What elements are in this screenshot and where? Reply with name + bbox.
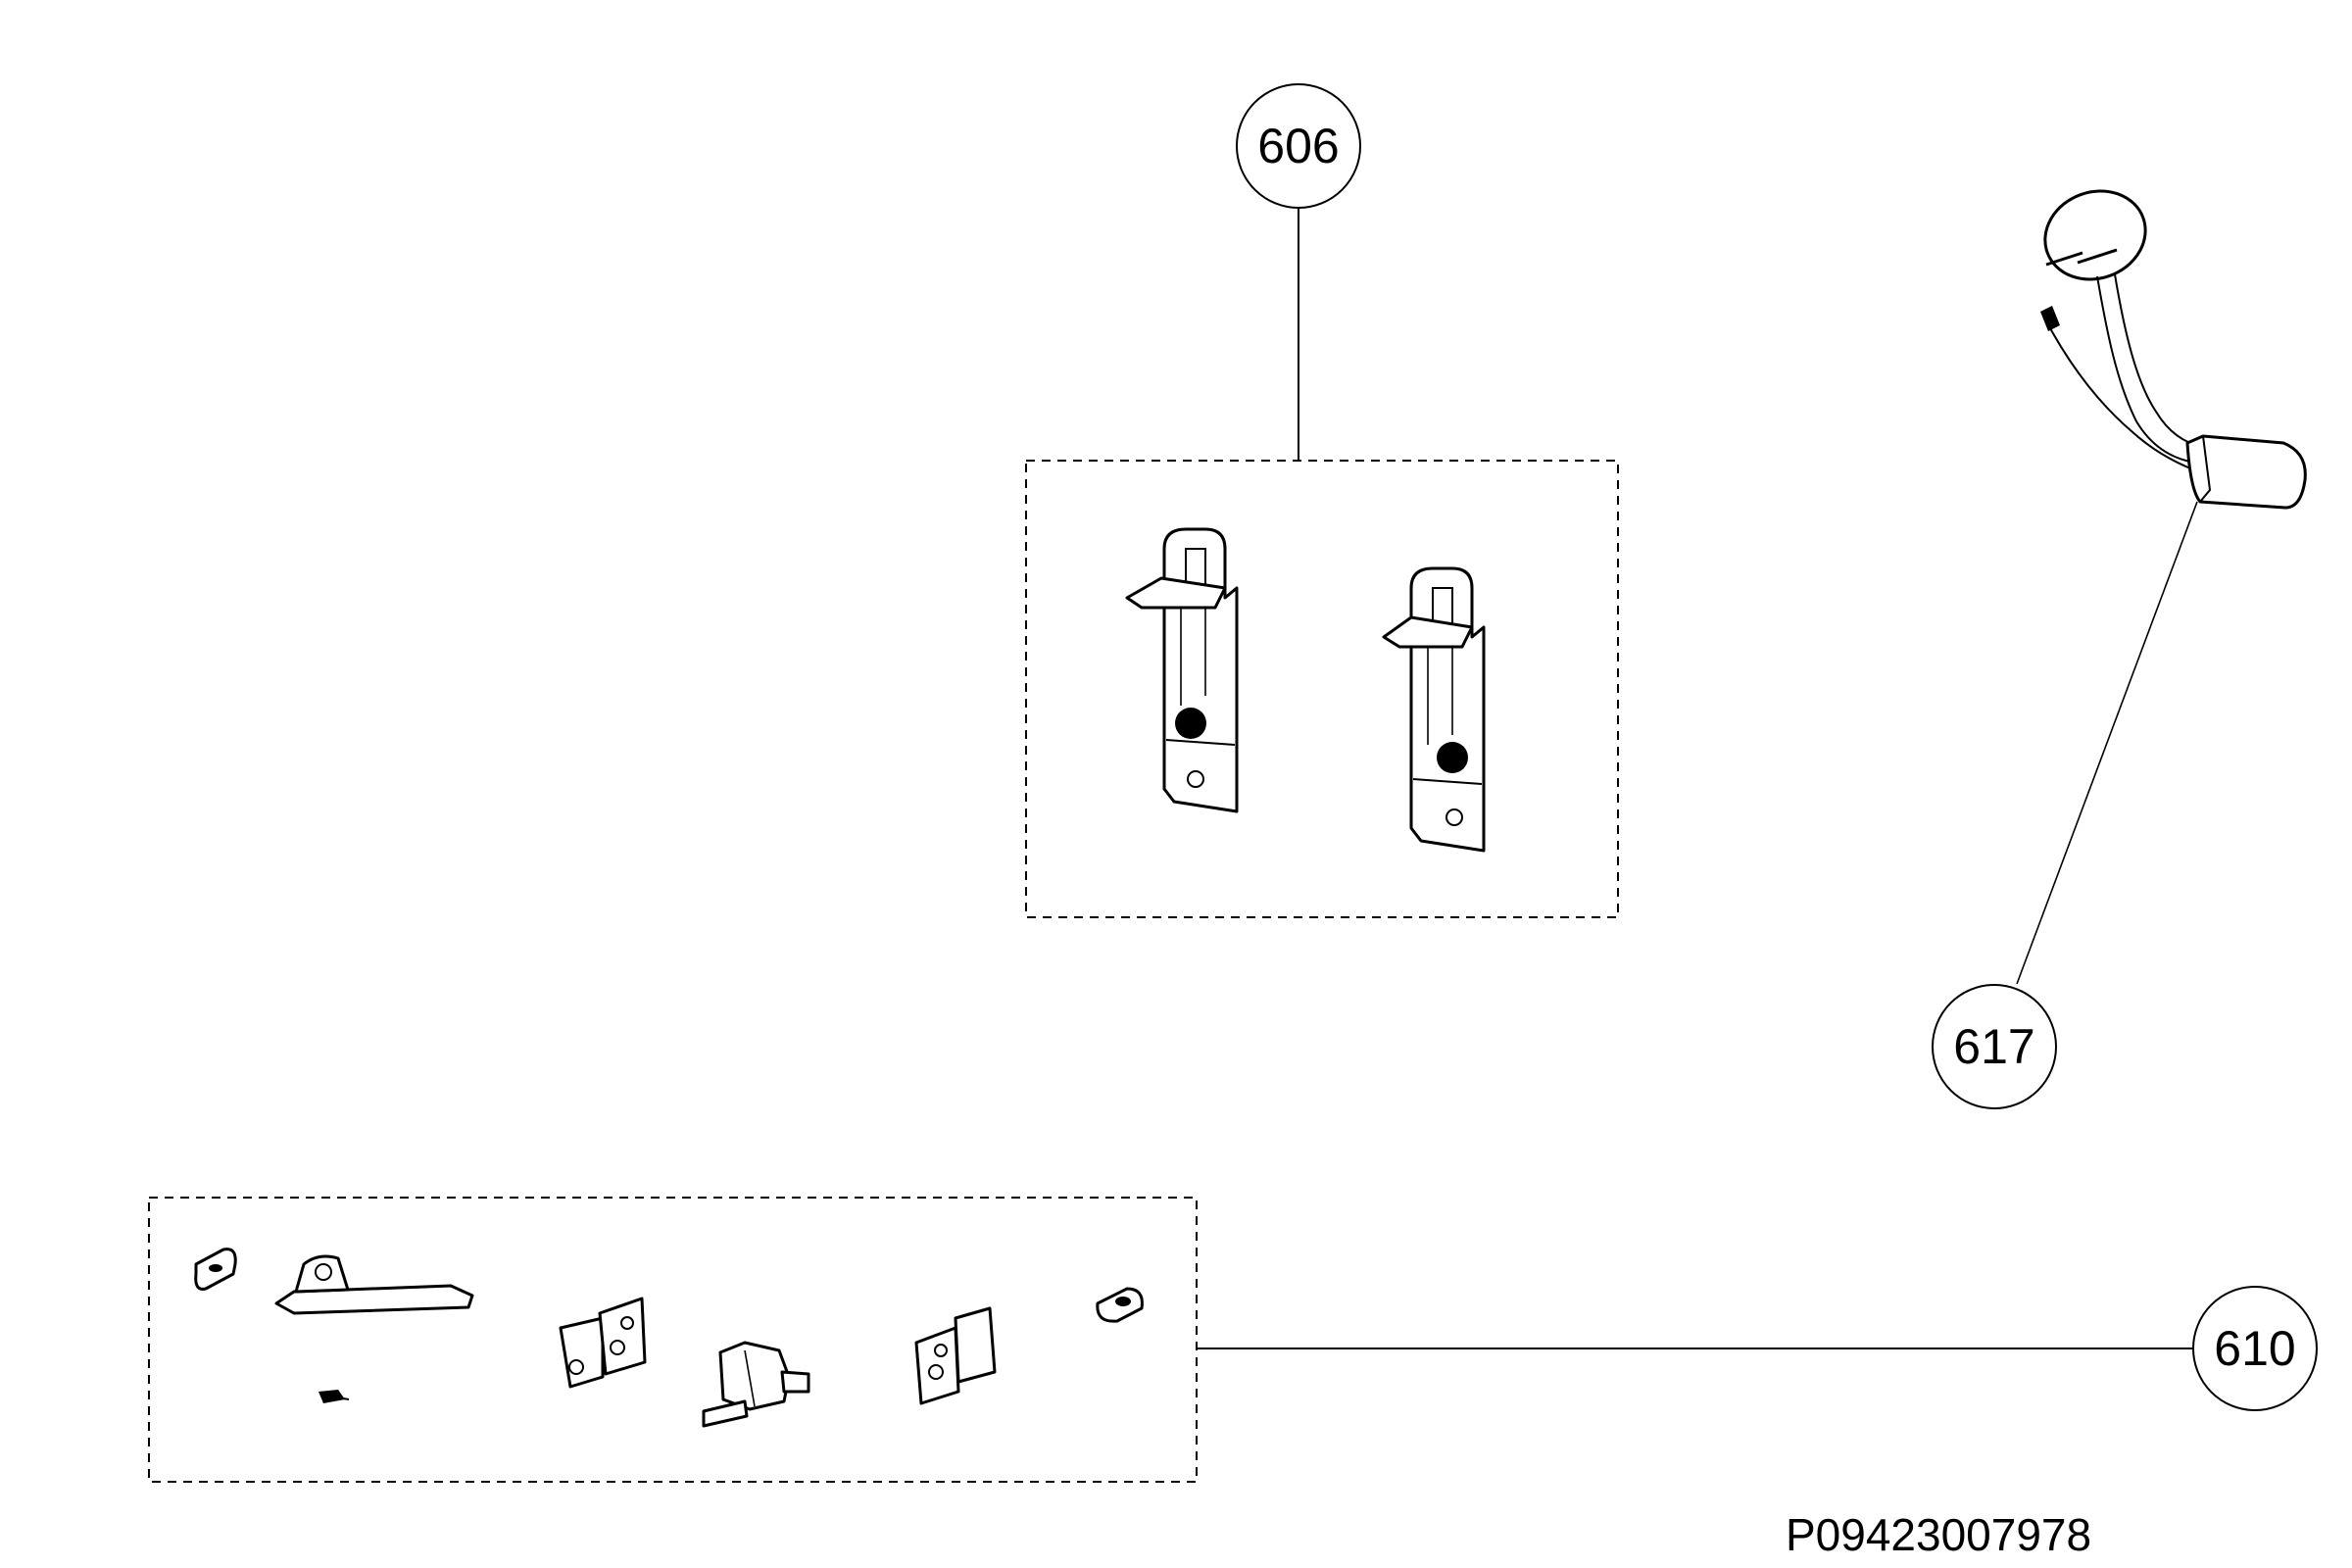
door-hinge-bracket-icon — [1125, 527, 1239, 813]
part-group-606: 606 — [1025, 83, 1619, 918]
group-box-610 — [148, 1197, 1198, 1483]
part-group-617: 617 — [1932, 189, 2307, 1109]
door-hinge-bracket-icon — [1382, 566, 1486, 853]
plug-cable-sensor-icon — [2040, 189, 2307, 510]
washer-icon — [1096, 1287, 1144, 1323]
callout-bubble-606 — [1236, 83, 1361, 209]
hinge-plate-icon — [274, 1254, 474, 1315]
callout-bubble-617 — [1932, 984, 2057, 1109]
hinge-bracket-icon — [559, 1297, 647, 1389]
callout-label-617: 617 — [1953, 1019, 2034, 1074]
hinge-bracket-icon — [914, 1306, 997, 1405]
callout-bubble-610 — [2192, 1286, 2318, 1411]
hinge-hardware-kit-icon — [194, 1248, 1144, 1428]
document-number: P09423007978 — [1786, 1509, 2091, 1560]
hinge-bracket-icon — [702, 1341, 810, 1428]
washer-icon — [194, 1248, 237, 1291]
screw-icon — [318, 1390, 350, 1403]
leader-line-617 — [2016, 501, 2198, 985]
group-box-606 — [1025, 460, 1619, 918]
callout-label-606: 606 — [1257, 119, 1339, 173]
part-group-610: 610 — [148, 1197, 2318, 1483]
callout-label-610: 610 — [2214, 1321, 2295, 1376]
